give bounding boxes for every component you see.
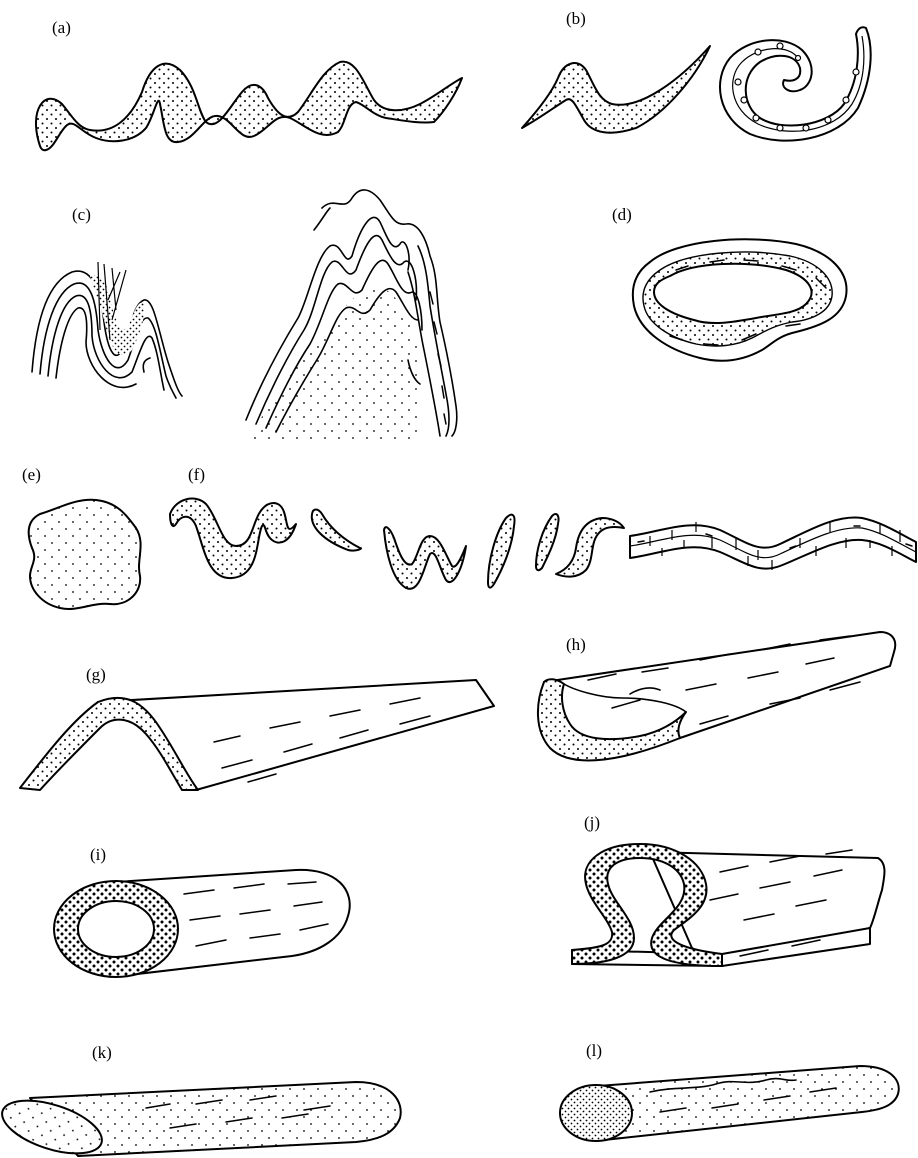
panel-label-f: (f) bbox=[188, 465, 205, 484]
panel-g: (g) bbox=[20, 665, 494, 790]
panel-f: (f) bbox=[170, 465, 916, 589]
w-shaped-lens bbox=[384, 527, 466, 589]
large-fold bbox=[246, 190, 457, 440]
panel-c: (c) bbox=[32, 190, 457, 440]
panel-a: (a) bbox=[36, 18, 462, 150]
panel-label-i: (i) bbox=[90, 845, 106, 864]
panel-k: (k) bbox=[0, 1043, 401, 1158]
panel-b: (b) bbox=[522, 9, 871, 141]
large-fold-sand-fill bbox=[250, 288, 422, 440]
small-fold bbox=[32, 262, 182, 398]
hooked-sand-lens bbox=[522, 46, 710, 133]
panel-label-k: (k) bbox=[92, 1043, 112, 1062]
rod-cross-section bbox=[560, 1085, 632, 1141]
wavy-sand-band bbox=[170, 499, 296, 579]
panel-l: (l) bbox=[560, 1041, 899, 1141]
pod-lens-1 bbox=[488, 515, 515, 588]
brick-layer bbox=[630, 517, 916, 570]
panel-j: (j) bbox=[572, 813, 885, 966]
tube-hollow-core bbox=[78, 901, 154, 957]
panel-label-c: (c) bbox=[72, 205, 91, 224]
panel-label-e: (e) bbox=[22, 465, 41, 484]
crescent-lens bbox=[312, 510, 361, 551]
panel-e: (e) bbox=[22, 465, 141, 609]
panel-label-h: (h) bbox=[566, 635, 586, 654]
panel-label-b: (b) bbox=[566, 9, 586, 28]
panel-label-a: (a) bbox=[52, 18, 71, 37]
pod-lens-2 bbox=[536, 514, 559, 570]
panel-label-j: (j) bbox=[584, 813, 600, 832]
rod-body bbox=[598, 1066, 899, 1140]
panel-label-l: (l) bbox=[586, 1041, 602, 1060]
panel-d: (d) bbox=[612, 205, 847, 361]
panel-label-d: (d) bbox=[612, 205, 632, 224]
panel-h: (h) bbox=[538, 632, 895, 760]
sand-blob bbox=[29, 500, 141, 609]
panel-label-g: (g) bbox=[86, 665, 106, 684]
spiral-sand-layer bbox=[720, 27, 871, 140]
sinuous-sand-layer bbox=[36, 62, 462, 151]
panel-i: (i) bbox=[54, 845, 350, 977]
s-shaped-lens bbox=[556, 518, 624, 577]
